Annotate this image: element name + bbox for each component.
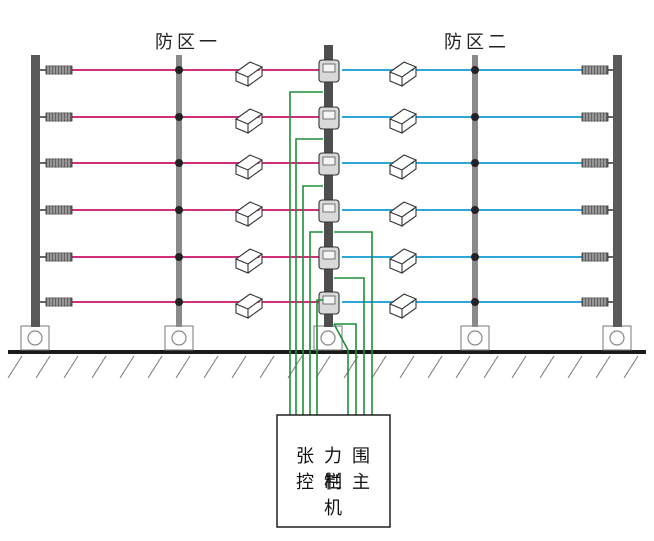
post-base-4 <box>460 325 490 351</box>
ground-hatch <box>511 355 527 379</box>
ground-hatch <box>175 355 191 379</box>
spring-left <box>45 158 73 168</box>
signal-cable <box>333 323 349 418</box>
ground-hatch <box>63 355 79 379</box>
ground-line <box>8 350 646 354</box>
end-post-right <box>613 55 622 327</box>
ground-hatch <box>147 355 163 379</box>
ground-hatch <box>35 355 51 379</box>
insulator <box>175 253 183 261</box>
warning-sign-zone1 <box>234 248 264 274</box>
insulator <box>471 159 479 167</box>
controller-label-line2: 控制主机 <box>296 472 380 519</box>
tension-detector-window <box>322 63 336 73</box>
signal-cable <box>334 231 373 418</box>
insulator <box>175 159 183 167</box>
warning-sign-zone2 <box>388 61 418 87</box>
ground-hatch <box>567 355 583 379</box>
ground-hatch <box>483 355 499 379</box>
warning-sign-zone2 <box>388 108 418 134</box>
zone-two-label: 防区二 <box>444 32 510 53</box>
insulator <box>471 253 479 261</box>
ground-hatch <box>595 355 611 379</box>
signal-cable <box>334 323 357 418</box>
ground-hatch <box>539 355 555 379</box>
controller-label-line1: 张力围栏 <box>296 446 380 493</box>
insulator <box>175 66 183 74</box>
post-base-1 <box>20 325 50 351</box>
ground-hatch <box>315 355 331 379</box>
ground-hatch <box>7 355 23 379</box>
ground-hatch <box>455 355 471 379</box>
warning-sign-zone2 <box>388 201 418 227</box>
spring-right <box>581 65 609 75</box>
post-base-2 <box>164 325 194 351</box>
insulator <box>471 206 479 214</box>
insulator <box>175 113 183 121</box>
ground-hatch <box>119 355 135 379</box>
insulator <box>175 206 183 214</box>
insulator <box>471 298 479 306</box>
warning-sign-zone1 <box>234 293 264 319</box>
post-base-5-ring <box>609 330 625 346</box>
spring-left <box>45 205 73 215</box>
insulator <box>471 113 479 121</box>
end-post-left <box>31 55 40 327</box>
tension-detector-window <box>322 156 336 166</box>
tension-detector-window <box>322 110 336 120</box>
warning-sign-zone1 <box>234 201 264 227</box>
warning-sign-zone2 <box>388 154 418 180</box>
tension-detector-window <box>322 250 336 260</box>
ground-hatch <box>231 355 247 379</box>
tension-detector-window <box>322 203 336 213</box>
signal-cable <box>295 138 323 418</box>
post-base-1-ring <box>27 330 43 346</box>
signal-cable <box>302 185 323 418</box>
tension-detector-window <box>322 295 336 305</box>
signal-cable <box>289 91 323 418</box>
ground-hatch <box>427 355 443 379</box>
spring-left <box>45 65 73 75</box>
ground-hatch <box>399 355 415 379</box>
zone-one-label: 防区一 <box>155 32 221 53</box>
spring-right <box>581 158 609 168</box>
spring-left <box>45 112 73 122</box>
warning-sign-zone1 <box>234 154 264 180</box>
post-base-4-ring <box>467 330 483 346</box>
warning-sign-zone2 <box>388 293 418 319</box>
ground-hatch <box>259 355 275 379</box>
insulator <box>175 298 183 306</box>
mid-post-left <box>176 55 182 327</box>
spring-left <box>45 252 73 262</box>
controller-box <box>276 414 391 528</box>
warning-sign-zone2 <box>388 248 418 274</box>
ground-hatch <box>203 355 219 379</box>
ground-hatch <box>91 355 107 379</box>
warning-sign-zone1 <box>234 108 264 134</box>
insulator <box>471 66 479 74</box>
post-base-5 <box>602 325 632 351</box>
spring-right <box>581 112 609 122</box>
post-base-3-ring <box>320 330 336 346</box>
warning-sign-zone1 <box>234 61 264 87</box>
ground-hatch <box>371 355 387 379</box>
signal-cable <box>316 299 323 418</box>
signal-cable <box>334 277 365 418</box>
spring-right <box>581 297 609 307</box>
post-base-2-ring <box>171 330 187 346</box>
signal-cable <box>309 231 323 418</box>
center-post <box>324 45 333 327</box>
ground-hatch <box>623 355 639 379</box>
spring-left <box>45 297 73 307</box>
spring-right <box>581 252 609 262</box>
mid-post-right <box>472 55 478 327</box>
spring-right <box>581 205 609 215</box>
